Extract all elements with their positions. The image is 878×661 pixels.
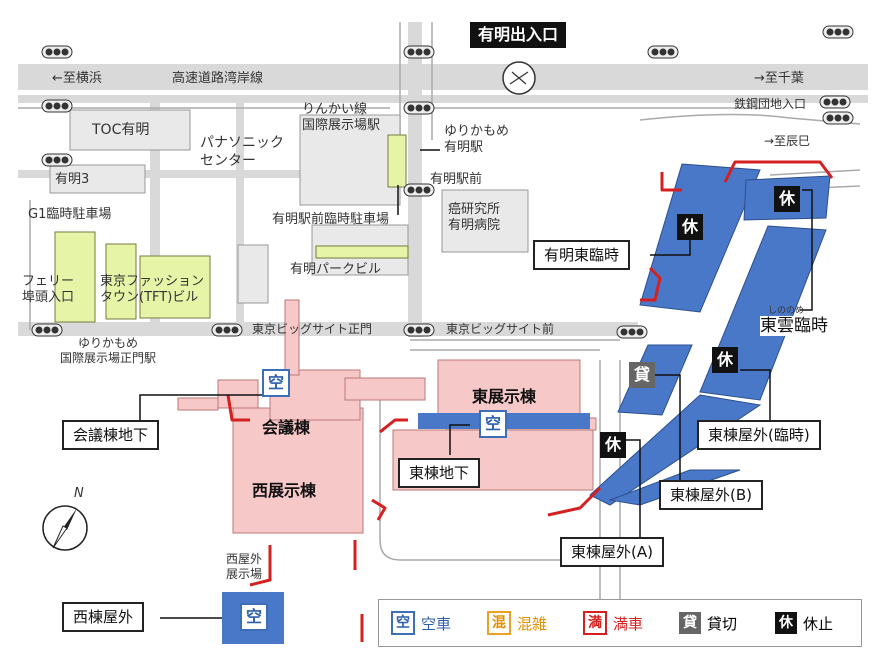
- traffic-signals: [31, 25, 854, 339]
- callout-ariake-east-temp[interactable]: 有明東臨時: [533, 240, 631, 270]
- shinonome-temp-status: 休: [774, 186, 800, 212]
- west-hall-label: 西展示棟: [252, 481, 317, 500]
- legend-vacant-text: 空車: [421, 614, 452, 633]
- callout-conference-basement[interactable]: 会議棟地下: [62, 420, 160, 450]
- ariake3-label: 有明3: [55, 172, 90, 187]
- east-outdoor-b-status: 貸: [629, 362, 655, 388]
- conference-building-label: 会議棟: [262, 418, 311, 437]
- callout-east-basement[interactable]: 東棟地下: [398, 458, 481, 488]
- highway-right-label: →至千葉: [754, 71, 804, 86]
- shinonome-ruby: しののめ: [768, 306, 805, 316]
- g1-label: G1臨時駐車場: [28, 207, 112, 222]
- compass-north-label: N: [74, 486, 84, 501]
- park-bldg-label: 有明パークビル: [290, 262, 382, 277]
- highway-band: [18, 64, 868, 90]
- tatsumi-label: →至辰巳: [764, 134, 811, 148]
- legend-busy: 混 混雑: [487, 611, 547, 635]
- legend-closed-text: 休止: [803, 614, 834, 633]
- red-routes: [226, 160, 834, 642]
- tetsuko-label: 鉄鋼団地入口: [734, 97, 807, 111]
- west-outdoor-status: 空: [240, 603, 268, 631]
- panasonic-label: パナソニック センター: [200, 135, 284, 169]
- legend-full-glyph: 満: [583, 611, 607, 635]
- legend-full: 満 満車: [583, 611, 643, 635]
- east-hall-label: 東展示棟: [472, 387, 537, 406]
- road-network: [18, 22, 868, 337]
- highway-name: 高速道路湾岸線: [172, 71, 264, 86]
- legend-busy-glyph: 混: [487, 611, 511, 635]
- compass-rose: [42, 505, 88, 551]
- status-legend: 空 空車 混 混雑 満 満車 貸 貸切 休 休止: [378, 599, 862, 647]
- bigsight-mae-label: 東京ビッグサイト前: [446, 322, 555, 336]
- leader-lines: [139, 149, 813, 619]
- legend-rental: 貸 貸切: [679, 611, 737, 635]
- legend-closed-glyph: 休: [775, 612, 797, 634]
- east-basement-status: 空: [479, 410, 507, 438]
- callout-east-outdoor-temp[interactable]: 東棟屋外(臨時): [697, 420, 821, 450]
- legend-vacant: 空 空車: [391, 611, 451, 635]
- ariake-temp-label: 有明駅前臨時駐車場: [272, 212, 390, 227]
- callout-west-outdoor[interactable]: 西棟屋外: [62, 602, 145, 632]
- cancer-label: 癌研究所 有明病院: [448, 202, 501, 234]
- east-outdoor-temp-status: 休: [712, 347, 738, 373]
- ariake-mae-label: 有明駅前: [430, 172, 483, 187]
- toc-label: TOC有明: [92, 122, 150, 138]
- ariake-east-temp-status: 休: [677, 214, 703, 240]
- legend-busy-text: 混雑: [517, 614, 548, 633]
- yurikamome-ariake-label: ゆりかもめ 有明駅: [444, 124, 510, 156]
- rinkai-label: りんかい線 国際展示場駅: [302, 102, 381, 134]
- callout-shinonome-temp[interactable]: 東雲臨時: [760, 316, 828, 336]
- callout-east-outdoor-b[interactable]: 東棟屋外(B): [659, 480, 763, 510]
- east-outdoor-a-status: 休: [600, 432, 626, 458]
- legend-full-text: 満車: [613, 614, 644, 633]
- callout-east-outdoor-a[interactable]: 東棟屋外(A): [560, 537, 664, 567]
- ferry-label: フェリー 埠頭入口: [22, 274, 75, 306]
- legend-vacant-glyph: 空: [391, 611, 415, 635]
- yurikamome-bigsight-label: ゆりかもめ 国際展示場正門駅: [60, 336, 157, 365]
- legend-rental-text: 貸切: [707, 614, 738, 633]
- west-outdoor-site-label: 西屋外 展示場: [226, 552, 263, 581]
- conference-basement-status: 空: [262, 369, 290, 397]
- bigsight-main-label: 東京ビッグサイト正門: [252, 322, 373, 336]
- legend-closed: 休 休止: [775, 611, 833, 635]
- tft-label: 東京ファッション タウン(TFT)ビル: [100, 274, 205, 306]
- highway-left-label: ←至横浜: [52, 71, 102, 86]
- entrance-header: 有明出入口: [470, 22, 567, 48]
- legend-rental-glyph: 貸: [679, 612, 701, 634]
